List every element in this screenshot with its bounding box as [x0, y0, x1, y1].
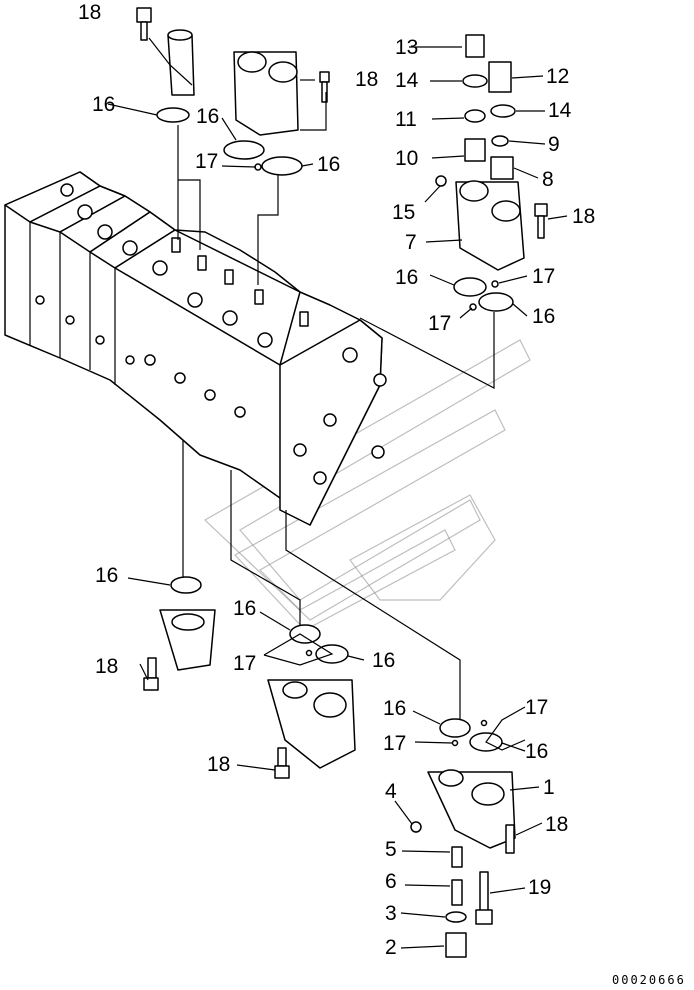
callout-18: 18: [545, 813, 568, 836]
callout-7: 7: [405, 231, 417, 254]
top-left-plug-assembly: [136, 7, 330, 176]
callout-16: 16: [92, 93, 115, 116]
callout-16: 16: [372, 649, 395, 672]
callout-18: 18: [355, 68, 378, 91]
callout-labels: 18 16 16 17 16 18 13 14 12 11 14 10 9 8 …: [78, 1, 595, 959]
callout-12: 12: [546, 65, 569, 88]
callout-17: 17: [525, 696, 548, 719]
callout-4: 4: [385, 780, 397, 803]
callout-2: 2: [385, 936, 397, 959]
callout-17: 17: [195, 150, 218, 173]
o-ring-16c: [261, 156, 303, 176]
callout-17: 17: [532, 265, 555, 288]
control-valve-block: [4, 171, 387, 526]
callout-10: 10: [395, 147, 418, 170]
callout-6: 6: [385, 870, 397, 893]
callout-8: 8: [542, 168, 554, 191]
callout-3: 3: [385, 902, 397, 925]
callout-13: 13: [395, 36, 418, 59]
callout-5: 5: [385, 838, 397, 861]
callout-17: 17: [383, 732, 406, 755]
callout-18: 18: [78, 1, 101, 24]
callout-19: 19: [528, 876, 551, 899]
bottom-left-cover: [143, 576, 216, 691]
bottom-right-valve: [410, 718, 516, 958]
callout-16: 16: [95, 564, 118, 587]
callout-18: 18: [95, 655, 118, 678]
o-ring-16b: [223, 140, 265, 160]
callout-16: 16: [233, 597, 256, 620]
callout-9: 9: [548, 133, 560, 156]
drawing-code: 00020666: [612, 973, 686, 987]
callout-1: 1: [543, 776, 555, 799]
callout-18: 18: [572, 205, 595, 228]
callout-14: 14: [395, 69, 419, 92]
callout-16: 16: [395, 266, 418, 289]
callout-14: 14: [548, 99, 572, 122]
callout-16: 16: [525, 740, 548, 763]
top-right-relief-valve: [435, 34, 548, 312]
o-ring-16a: [156, 107, 190, 123]
callout-16: 16: [383, 697, 406, 720]
callout-18: 18: [207, 753, 230, 776]
callout-16: 16: [532, 305, 555, 328]
leader-lines: [107, 37, 568, 949]
callout-15: 15: [392, 201, 415, 224]
callout-16: 16: [317, 153, 340, 176]
bottom-middle-valve: [267, 624, 356, 779]
callout-16: 16: [196, 105, 219, 128]
callout-11: 11: [395, 108, 417, 131]
callout-17: 17: [428, 312, 451, 335]
callout-17: 17: [233, 652, 256, 675]
